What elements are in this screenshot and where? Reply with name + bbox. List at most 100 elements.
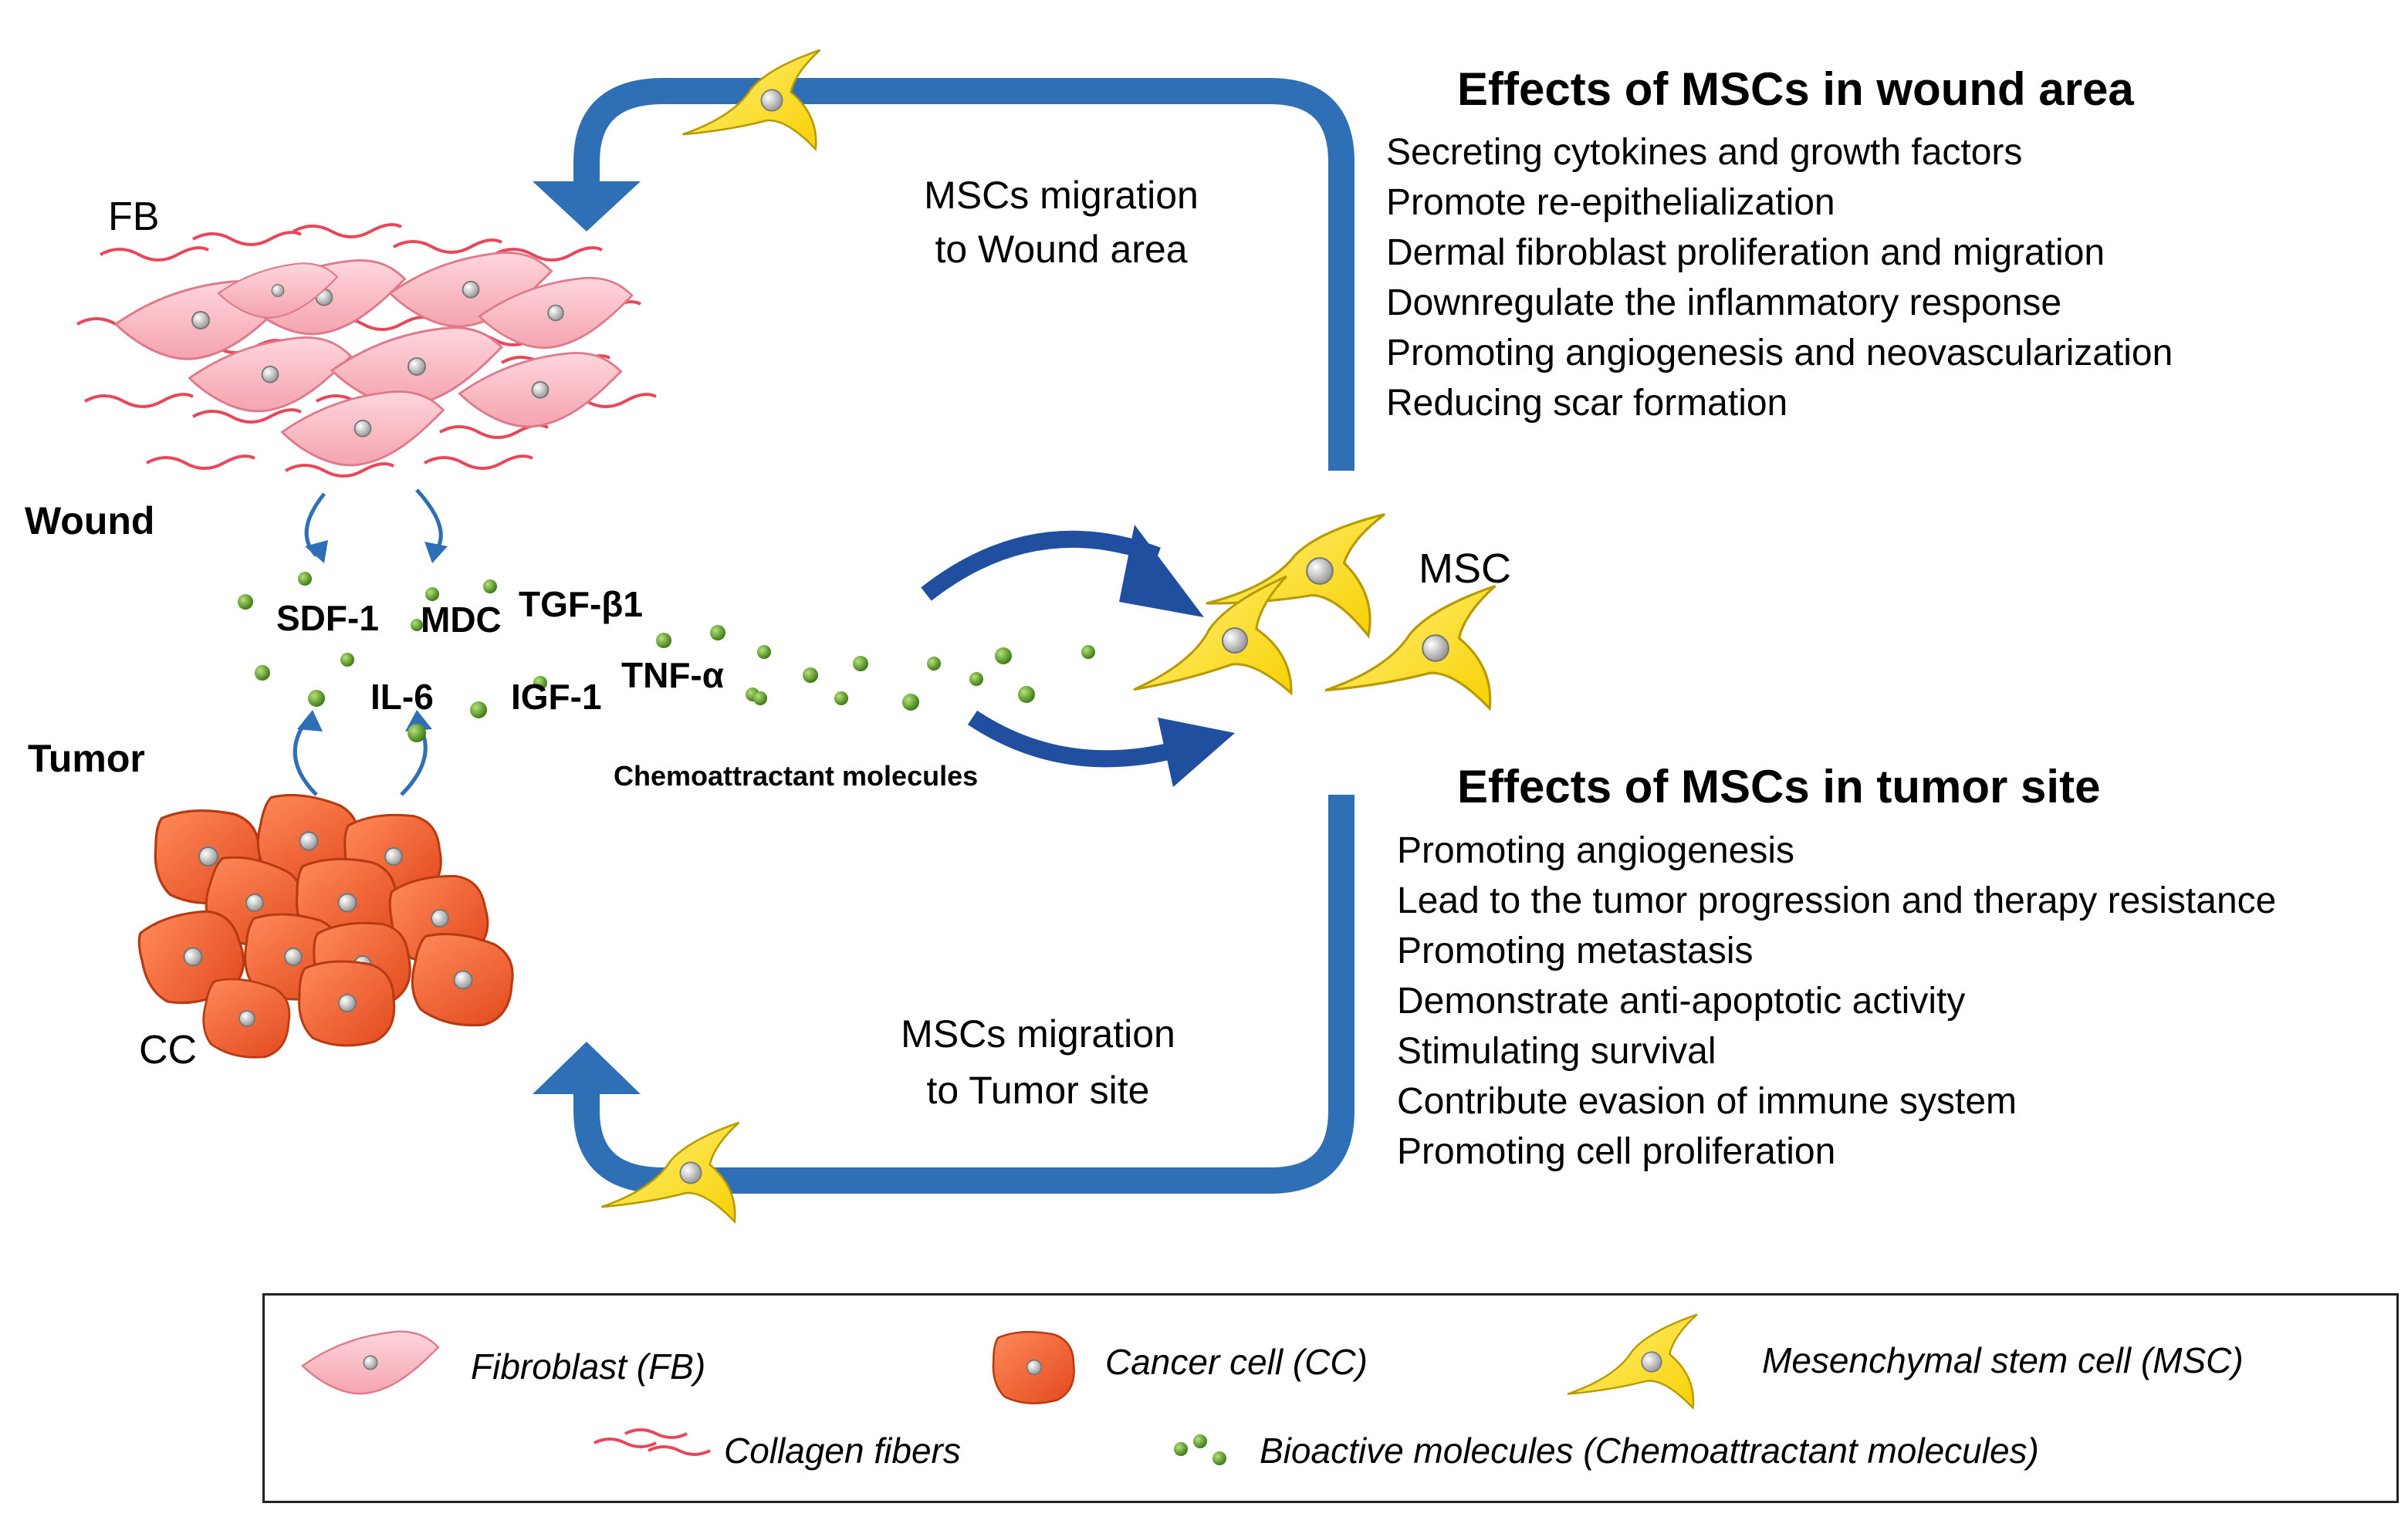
molecule-dot [902, 694, 919, 711]
tumor-effect-item: Demonstrate anti-apoptotic activity [1397, 981, 1966, 1022]
molecule-mdc: MDC [421, 600, 502, 640]
fibroblast-cell [477, 276, 634, 349]
fibroblast-cell [188, 336, 353, 413]
nucleus [191, 311, 210, 329]
fb-secretion-arrows [304, 488, 448, 563]
molecule-dot [1212, 1451, 1226, 1465]
collagen-fiber [424, 454, 533, 470]
molecule-dot [238, 594, 253, 610]
molecule-dot [834, 691, 848, 705]
legend-icons [301, 1313, 1698, 1465]
nucleus [1026, 1359, 1043, 1376]
msc-cell [682, 49, 821, 152]
tumor-migration-arrow [533, 795, 1354, 1194]
fibroblast-cell [458, 352, 623, 428]
wound-effect-item: Secreting cytokines and growth factors [1386, 132, 2023, 173]
fibroblast-cell [217, 262, 339, 319]
nucleus [1222, 627, 1248, 654]
molecule-dot [757, 645, 771, 659]
legend-collagen-fiber [648, 1445, 711, 1456]
fb-label: FB [108, 194, 160, 239]
molecule-igf1: IGF-1 [511, 677, 602, 717]
collagen-fiber [100, 246, 209, 262]
nucleus [338, 994, 357, 1012]
tumor-effects-list: Promoting angiogenesis Lead to the tumor… [1397, 826, 2276, 1177]
nucleus [462, 280, 480, 299]
cc-label: CC [139, 1028, 198, 1073]
molecule-dot [927, 657, 941, 671]
tumor-effect-item: Contribute evasion of immune system [1397, 1081, 2017, 1122]
legend-collagen-fiber [594, 1437, 657, 1448]
molecule-dot [298, 572, 312, 586]
molecule-dot [308, 690, 325, 707]
collagen-fiber [493, 246, 603, 262]
nucleus [271, 284, 285, 297]
wound-effect-item: Dermal fibroblast proliferation and migr… [1386, 232, 2105, 273]
collagen-fiber [285, 462, 394, 478]
wound-label: Wound [25, 499, 155, 542]
tumor-effect-item: Lead to the tumor progression and therap… [1397, 880, 2277, 921]
molecule-dot [483, 579, 497, 593]
nucleus [760, 89, 783, 112]
molecule-dot [969, 672, 983, 686]
wound-effects-title: Effects of MSCs in wound area [1457, 63, 2134, 115]
nucleus [245, 894, 264, 912]
msc-label: MSC [1419, 546, 1511, 592]
legend-bioactive-label: Bioactive molecules (Chemoattractant mol… [1260, 1431, 2039, 1471]
nucleus [337, 893, 357, 913]
molecule-dot [1193, 1434, 1207, 1448]
collagen-fiber [293, 223, 402, 238]
migration-tumor-line2: to Tumor site [926, 1069, 1150, 1112]
nucleus [198, 846, 219, 867]
collagen-fiber [192, 231, 302, 246]
fibroblast-cell [301, 1330, 440, 1395]
migration-tumor-line1: MSCs migration [901, 1012, 1175, 1056]
nucleus [299, 831, 319, 851]
chemoattraction-arrow-upper [921, 525, 1204, 617]
wound-effect-item: Reducing scar formation [1386, 383, 1788, 424]
cancer-cell [202, 978, 291, 1059]
tumor-effects-title: Effects of MSCs in tumor site [1457, 761, 2101, 812]
nucleus [238, 1010, 255, 1027]
nucleus [1422, 634, 1449, 662]
molecule-dot [533, 676, 547, 690]
legend-cancer-cell-label: Cancer cell (CC) [1105, 1342, 1368, 1382]
molecule-dot [470, 701, 487, 718]
molecule-dot [425, 587, 439, 601]
nucleus [384, 847, 403, 866]
molecule-tgfb1: TGF-β1 [519, 584, 643, 624]
tumor-effect-item: Promoting angiogenesis [1397, 830, 1794, 871]
cancer-cell [298, 960, 396, 1047]
wound-effects-list: Secreting cytokines and growth factors P… [1386, 127, 2173, 428]
nucleus [531, 380, 550, 399]
molecule-dot [710, 625, 725, 640]
molecule-dot [1081, 645, 1095, 659]
molecule-dot [408, 724, 426, 742]
wound-effect-item: Promote re-epithelialization [1386, 182, 1835, 223]
collagen-fiber [146, 454, 255, 470]
molecule-dot [1174, 1442, 1188, 1456]
nucleus [431, 909, 449, 927]
cancer-cell [411, 932, 514, 1027]
legend-box [262, 1293, 2399, 1503]
fibroblast-cell [388, 252, 553, 328]
legend-fibroblast-label: Fibroblast (FB) [471, 1346, 706, 1387]
wound-effect-item: Downregulate the inflammatory response [1386, 282, 2062, 323]
fibroblast-cluster [113, 252, 634, 467]
wound-effect-item: Promoting angiogenesis and neovasculariz… [1386, 333, 2173, 373]
legend-collagen-fiber [624, 1428, 688, 1439]
msc-cell [1324, 584, 1497, 711]
nucleus [1641, 1351, 1662, 1373]
msc-cell [1567, 1313, 1698, 1410]
molecule-sdf1: SDF-1 [276, 598, 379, 638]
tumor-effect-item: Promoting metastasis [1397, 931, 1754, 971]
nucleus [363, 1355, 378, 1370]
nucleus [453, 970, 473, 990]
wound-migration-arrow [533, 78, 1354, 471]
cancer-cell [992, 1330, 1075, 1404]
fibroblast-cell [280, 390, 445, 467]
msc-cell [601, 1121, 740, 1225]
collagen-fiber [192, 408, 302, 424]
molecule-dot [995, 647, 1012, 664]
molecule-dot [753, 691, 767, 705]
